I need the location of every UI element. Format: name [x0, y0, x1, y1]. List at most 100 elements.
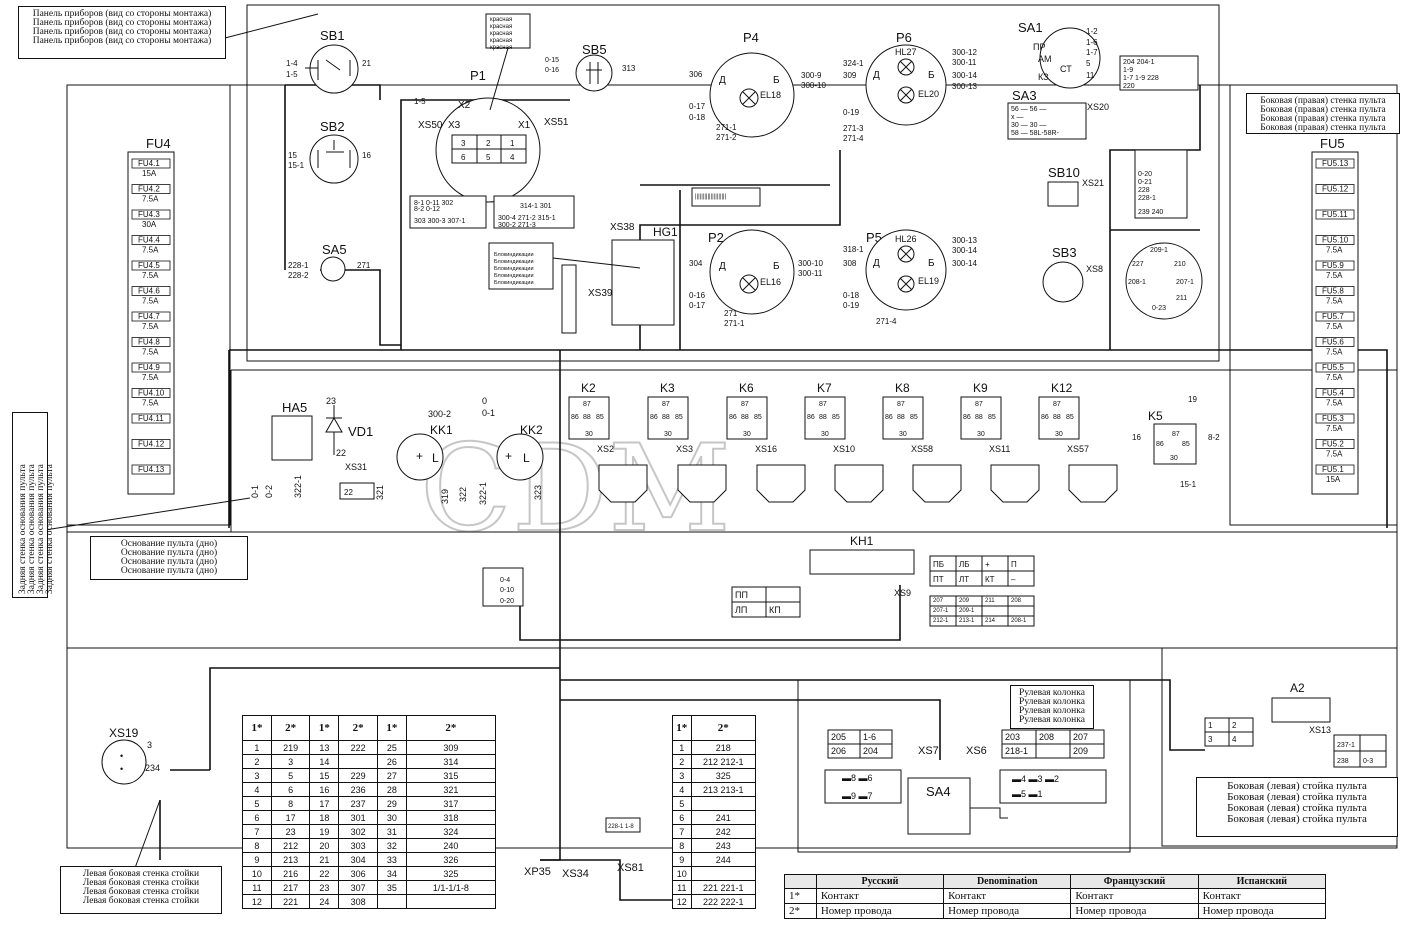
note-line: Панель приборов (вид со стороны монтажа) [32, 18, 212, 28]
svg-text:220: 220 [1123, 83, 1135, 90]
fu5-fuse-block: FU5 FU5.13FU5.12FU5.11FU5.107.5AFU5.97.5… [1311, 136, 1359, 495]
svg-text:1-9: 1-9 [1123, 67, 1133, 74]
table-cell: 3 [672, 768, 692, 783]
note-line: Основание пульта (дно) [120, 557, 218, 567]
svg-text:324-1: 324-1 [843, 59, 864, 68]
relay-pin: 85 [754, 414, 762, 421]
svg-text:300-2 271-3: 300-2 271-3 [498, 222, 536, 229]
table-cell: 5 [672, 796, 692, 811]
table-cell: 4 [672, 782, 692, 797]
svg-text:P1: P1 [470, 68, 486, 83]
table-cell: 219 [270, 740, 311, 755]
xs34-label: XS34 [562, 868, 589, 880]
fuse-rating: 15A [142, 169, 157, 178]
table-cell [405, 894, 497, 909]
note-line: Боковая (правая) стенка пульта [1260, 96, 1386, 106]
relay-pin: 88 [819, 414, 827, 421]
panel-frame [246, 4, 1220, 362]
svg-text:0-20: 0-20 [1138, 171, 1152, 178]
relay-pin: 87 [741, 401, 749, 408]
svg-text:▬5 ▬1: ▬5 ▬1 [1012, 789, 1043, 799]
table-cell: 302 [338, 824, 378, 839]
sa3-switch: SA3 56 — 56 — x — 30 — 30 — 58 — 58L-58R… [1007, 88, 1109, 140]
fuse-rating: 15A [1326, 475, 1341, 484]
svg-text:4: 4 [510, 153, 515, 162]
hg1-indicator-block: HG1 XS38 XS39 Блокиндикации Блокиндикаци… [488, 187, 761, 334]
table-cell: 315 [405, 768, 497, 783]
svg-text:303 300-3 307-1: 303 300-3 307-1 [414, 218, 465, 225]
fuse: FU5.47.5A [1315, 388, 1355, 408]
svg-text:0-15: 0-15 [545, 57, 559, 64]
table-cell [338, 754, 378, 769]
svg-text:P6: P6 [896, 30, 912, 45]
pin-cell: 212-1 [933, 618, 949, 624]
table-header: Испанский [1197, 874, 1327, 889]
relay-label: K12 [1051, 381, 1073, 395]
fuse-label: FU5.6 [1322, 338, 1344, 347]
note-line: Панель приборов (вид со стороны монтажа) [32, 27, 212, 37]
fuse-label: FU5.10 [1322, 236, 1349, 245]
fuse: FU5.12 [1315, 184, 1355, 194]
svg-text:Б: Б [773, 261, 780, 272]
fuse: FU4.97.5A [131, 362, 171, 382]
svg-text:HG1: HG1 [653, 225, 678, 239]
pin-cell: 205 [831, 732, 846, 742]
note-rear-wall: Задняя стенка основания пульта Задняя ст… [12, 412, 55, 598]
relay-pin: 30 [977, 431, 985, 438]
fuse-label: FU4.6 [138, 287, 160, 296]
svg-text:SB3: SB3 [1052, 245, 1077, 260]
svg-text:Блокиндикации: Блокиндикации [494, 273, 534, 279]
pin-cell: ПБ [933, 560, 944, 569]
svg-text:SA4: SA4 [926, 784, 951, 799]
table-header: 2* [338, 715, 378, 741]
fuse-rating: 7.5A [1326, 297, 1343, 306]
table-cell: 1* [784, 888, 817, 904]
pin-cell: 207 [933, 598, 944, 604]
table-cell: 31 [376, 824, 407, 839]
table-cell: 244 [690, 852, 757, 867]
svg-text:300-13: 300-13 [952, 236, 977, 245]
fuse-label: FU5.13 [1322, 159, 1349, 168]
fuse-rating: 7.5A [142, 373, 159, 382]
svg-text:0-10: 0-10 [500, 587, 514, 594]
pin-cell: 208 [1039, 732, 1054, 742]
svg-text:EL19: EL19 [918, 276, 939, 286]
pin-cell: ЛТ [959, 575, 969, 584]
svg-text:300-14: 300-14 [952, 71, 977, 80]
fuse: FU5.97.5A [1315, 260, 1355, 280]
svg-text:красная: красная [490, 31, 512, 37]
fuse-rating: 7.5A [1326, 399, 1343, 408]
table-cell: Контакт [1197, 888, 1327, 904]
fuse: FU5.77.5A [1315, 311, 1355, 331]
table-cell: 304 [338, 852, 378, 867]
relay-pin: 86 [1041, 414, 1049, 421]
table-header: 1* [309, 715, 340, 741]
svg-text:319: 319 [440, 489, 450, 504]
table-cell: 6 [242, 810, 272, 825]
svg-text:L: L [523, 451, 530, 465]
svg-text:XS38: XS38 [610, 222, 635, 233]
svg-text:K5: K5 [1148, 409, 1163, 423]
note-panel: Панель приборов (вид со стороны монтажа)… [18, 6, 226, 59]
fuse-label: FU4.7 [138, 312, 160, 321]
svg-text:204 204-1: 204 204-1 [1123, 59, 1155, 66]
svg-text:0-16: 0-16 [689, 291, 706, 300]
table-cell: 3 [242, 768, 272, 783]
table-cell: 13 [309, 740, 340, 755]
fuse-rating: 7.5A [142, 195, 159, 204]
svg-text:228: 228 [1138, 187, 1150, 194]
table-cell: 21 [309, 852, 340, 867]
table-cell: 24 [309, 894, 340, 909]
svg-text:XS6: XS6 [966, 745, 987, 757]
fuse-rating: 7.5A [142, 271, 159, 280]
svg-text:8-2 0-12: 8-2 0-12 [414, 206, 440, 213]
fuse-label: FU4.13 [138, 465, 165, 474]
